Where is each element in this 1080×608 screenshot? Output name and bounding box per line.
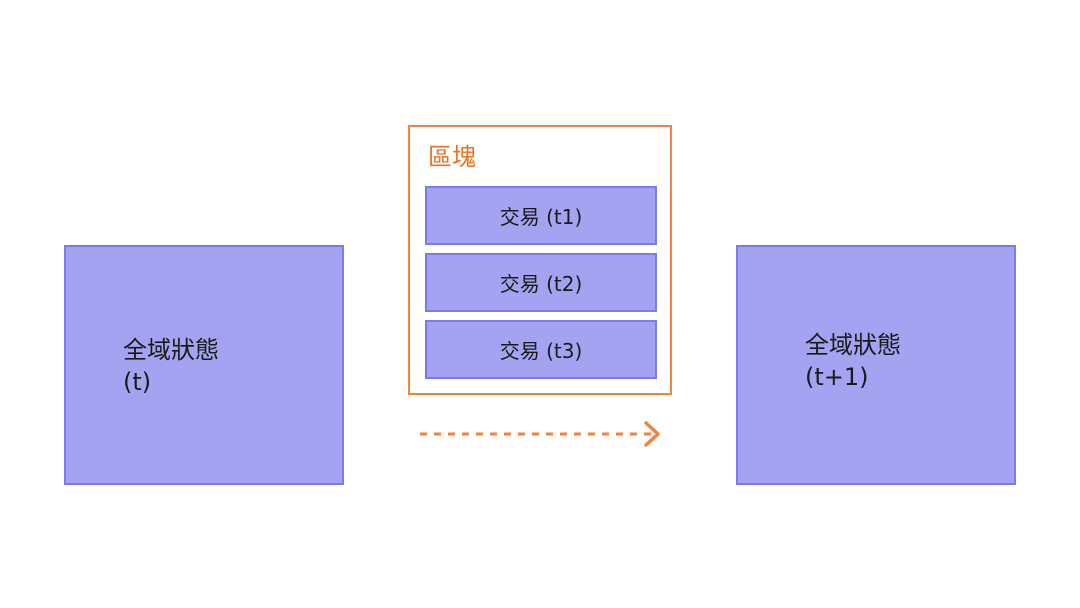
transition-arrow-icon bbox=[420, 421, 660, 447]
transaction-box-t2: 交易 (t2) bbox=[425, 253, 657, 312]
global-state-after-box: 全域狀態 (t+1) bbox=[736, 245, 1016, 485]
global-state-before-box: 全域狀態 (t) bbox=[64, 245, 344, 485]
global-state-before-label: 全域狀態 (t) bbox=[123, 334, 219, 398]
global-state-after-time: (t+1) bbox=[805, 363, 869, 391]
global-state-before-time: (t) bbox=[123, 368, 152, 396]
global-state-after-title: 全域狀態 bbox=[805, 331, 901, 359]
global-state-before-title: 全域狀態 bbox=[123, 336, 219, 364]
transaction-box-t3: 交易 (t3) bbox=[425, 320, 657, 379]
global-state-after-label: 全域狀態 (t+1) bbox=[805, 329, 901, 393]
block-title: 區塊 bbox=[428, 143, 476, 171]
block-container: 區塊 交易 (t1) 交易 (t2) 交易 (t3) bbox=[408, 125, 672, 395]
transaction-box-t1: 交易 (t1) bbox=[425, 186, 657, 245]
